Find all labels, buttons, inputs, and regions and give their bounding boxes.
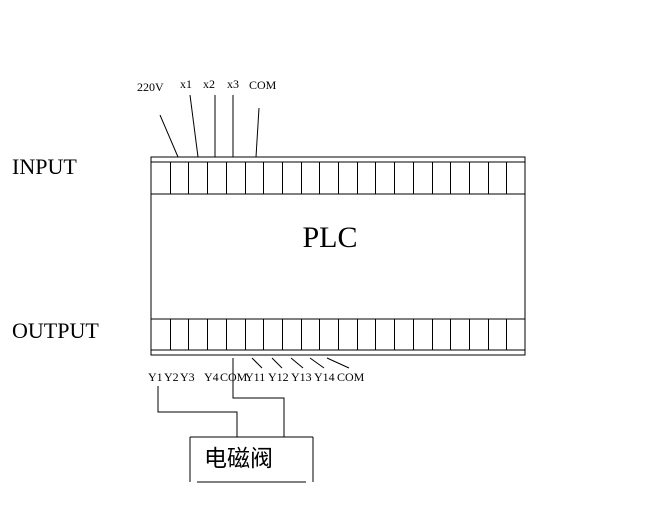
output-terminal-y2: Y2 xyxy=(164,370,179,384)
output-terminal-y14: Y14 xyxy=(314,370,335,384)
wire-y1-to-valve xyxy=(157,386,238,437)
solenoid-valve-label: 电磁阀 xyxy=(204,446,273,472)
output-terminal-y11: Y11 xyxy=(245,370,265,384)
valve-wires xyxy=(157,358,285,437)
output-terminal-com-1: COM xyxy=(220,370,248,384)
input-terminal-x1: x1 xyxy=(180,77,192,91)
input-terminal-x3: x3 xyxy=(227,77,239,91)
input-terminal-labels: 220V x1 x2 x3 COM xyxy=(137,77,277,94)
input-terminal-com: COM xyxy=(249,78,277,92)
output-terminal-labels: Y1 Y2 Y3 Y4 COM Y11 Y12 Y13 Y14 COM xyxy=(148,370,365,384)
output-terminal-y4: Y4 xyxy=(204,370,219,384)
input-terminal-x2: x2 xyxy=(203,77,215,91)
output-terminal-strip xyxy=(151,318,525,351)
input-label: INPUT xyxy=(12,154,77,179)
wire-com-in xyxy=(255,107,260,158)
output-terminal-com-2: COM xyxy=(337,370,365,384)
input-wires xyxy=(159,94,260,158)
wire-220v xyxy=(159,114,179,158)
input-terminal-strip xyxy=(151,161,525,195)
input-terminal-dividers xyxy=(170,162,507,194)
wire-com-to-valve xyxy=(232,358,285,437)
input-terminal-220v: 220V xyxy=(137,80,164,94)
output-label: OUTPUT xyxy=(12,318,99,343)
plc-label: PLC xyxy=(302,221,357,254)
plc-body xyxy=(150,156,526,356)
output-terminal-y12: Y12 xyxy=(268,370,289,384)
output-terminal-dividers xyxy=(170,319,507,350)
wire-x1 xyxy=(189,94,199,158)
output-terminal-y13: Y13 xyxy=(291,370,312,384)
output-leader-lines xyxy=(251,357,350,369)
solenoid-valve: 电磁阀 xyxy=(189,436,314,483)
output-terminal-y1: Y1 xyxy=(148,370,163,384)
output-terminal-y3: Y3 xyxy=(180,370,195,384)
